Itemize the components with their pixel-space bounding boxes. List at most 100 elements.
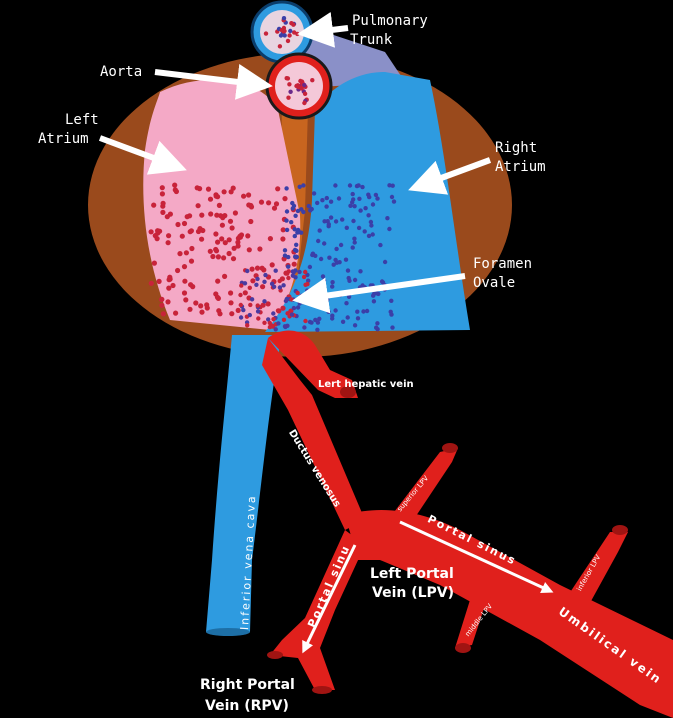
blue-blood-cell xyxy=(361,309,365,313)
red-blood-cell xyxy=(214,194,219,199)
red-blood-cell xyxy=(260,266,265,271)
red-blood-cell xyxy=(280,236,285,241)
red-blood-cell xyxy=(250,267,255,272)
pulmonary-cell xyxy=(286,39,290,43)
label-left-atrium-line2: Atrium xyxy=(38,131,89,147)
blue-blood-cell xyxy=(315,201,319,205)
aortic-cell xyxy=(310,78,314,82)
pulmonary-trunk-arrow xyxy=(315,28,348,32)
red-blood-cell xyxy=(197,226,202,231)
red-blood-cell xyxy=(217,311,222,316)
pulmonary-cell xyxy=(264,31,268,35)
blue-blood-cell xyxy=(317,301,321,305)
mixed-blood-cell xyxy=(254,283,258,287)
blue-blood-cell xyxy=(346,315,350,319)
mixed-blood-cell xyxy=(274,269,278,273)
mixed-blood-cell xyxy=(284,299,288,303)
blue-blood-cell xyxy=(316,239,320,243)
red-blood-cell xyxy=(231,256,236,261)
mixed-blood-cell xyxy=(281,283,285,287)
red-blood-cell xyxy=(152,261,157,266)
red-blood-cell xyxy=(187,307,192,312)
red-blood-cell xyxy=(184,250,189,255)
red-blood-cell xyxy=(180,234,185,239)
red-blood-cell xyxy=(227,251,232,256)
mixed-blood-cell xyxy=(292,306,296,310)
mixed-blood-cell xyxy=(303,283,307,287)
rpv-end-right xyxy=(312,686,332,694)
mixed-blood-cell xyxy=(250,297,254,301)
blue-blood-cell xyxy=(322,219,326,223)
blue-blood-cell xyxy=(378,243,382,247)
blue-blood-cell xyxy=(360,185,364,189)
red-blood-cell xyxy=(189,259,194,264)
blue-blood-cell xyxy=(340,217,344,221)
red-blood-cell xyxy=(229,189,234,194)
mixed-blood-cell xyxy=(255,277,259,281)
red-blood-cell xyxy=(177,251,182,256)
blue-blood-cell xyxy=(347,276,351,280)
red-blood-cell xyxy=(245,233,250,238)
mixed-blood-cell xyxy=(278,285,282,289)
red-blood-cell xyxy=(161,201,166,206)
blue-blood-cell xyxy=(344,301,348,305)
mixed-blood-cell xyxy=(262,280,266,284)
mixed-blood-cell xyxy=(274,327,278,331)
blue-blood-cell xyxy=(308,265,312,269)
blue-blood-cell xyxy=(296,209,300,213)
blue-blood-cell xyxy=(307,204,311,208)
blue-blood-cell xyxy=(327,256,331,260)
red-blood-cell xyxy=(159,303,164,308)
red-blood-cell xyxy=(173,311,178,316)
red-blood-cell xyxy=(275,186,280,191)
red-blood-cell xyxy=(220,223,225,228)
red-blood-cell xyxy=(153,233,158,238)
red-blood-cell xyxy=(228,290,233,295)
red-blood-cell xyxy=(217,203,222,208)
blue-blood-cell xyxy=(353,323,357,327)
red-blood-cell xyxy=(189,246,194,251)
blue-blood-cell xyxy=(293,234,297,238)
red-blood-cell xyxy=(161,311,166,316)
label-pulmonary-line2: Trunk xyxy=(350,32,393,48)
red-blood-cell xyxy=(199,213,204,218)
red-blood-cell xyxy=(259,200,264,205)
pulmonary-cell xyxy=(283,33,287,37)
label-left-atrium-line1: Left xyxy=(65,112,99,128)
mixed-blood-cell xyxy=(302,275,306,279)
mixed-blood-cell xyxy=(248,303,252,307)
blue-blood-cell xyxy=(339,243,343,247)
blue-blood-cell xyxy=(375,321,379,325)
red-blood-cell xyxy=(215,279,220,284)
red-blood-cell xyxy=(182,290,187,295)
blue-blood-cell xyxy=(369,223,373,227)
label-foramen-line1: Foramen xyxy=(473,256,532,272)
mixed-blood-cell xyxy=(299,294,303,298)
red-blood-cell xyxy=(250,278,255,283)
aortic-cell xyxy=(286,96,290,100)
red-blood-cell xyxy=(236,243,241,248)
pulmonary-cell xyxy=(280,28,284,32)
blue-blood-cell xyxy=(367,195,371,199)
red-blood-cell xyxy=(222,274,227,279)
blue-blood-cell xyxy=(351,245,355,249)
mixed-blood-cell xyxy=(297,270,301,274)
mixed-blood-cell xyxy=(243,281,247,285)
aortic-cell xyxy=(302,101,306,105)
blue-blood-cell xyxy=(356,316,360,320)
pulmonary-cell xyxy=(295,32,299,36)
mixed-blood-cell xyxy=(282,318,286,322)
blue-blood-cell xyxy=(329,215,333,219)
red-blood-cell xyxy=(228,300,233,305)
blue-blood-cell xyxy=(351,192,355,196)
red-blood-cell xyxy=(282,196,287,201)
blue-blood-cell xyxy=(390,195,394,199)
red-blood-cell xyxy=(208,211,213,216)
pulmonary-cell xyxy=(287,33,291,37)
red-blood-cell xyxy=(249,204,254,209)
blue-blood-cell xyxy=(383,260,387,264)
blue-blood-cell xyxy=(330,316,334,320)
blue-blood-cell xyxy=(301,210,305,214)
red-blood-cell xyxy=(182,264,187,269)
red-blood-cell xyxy=(151,203,156,208)
